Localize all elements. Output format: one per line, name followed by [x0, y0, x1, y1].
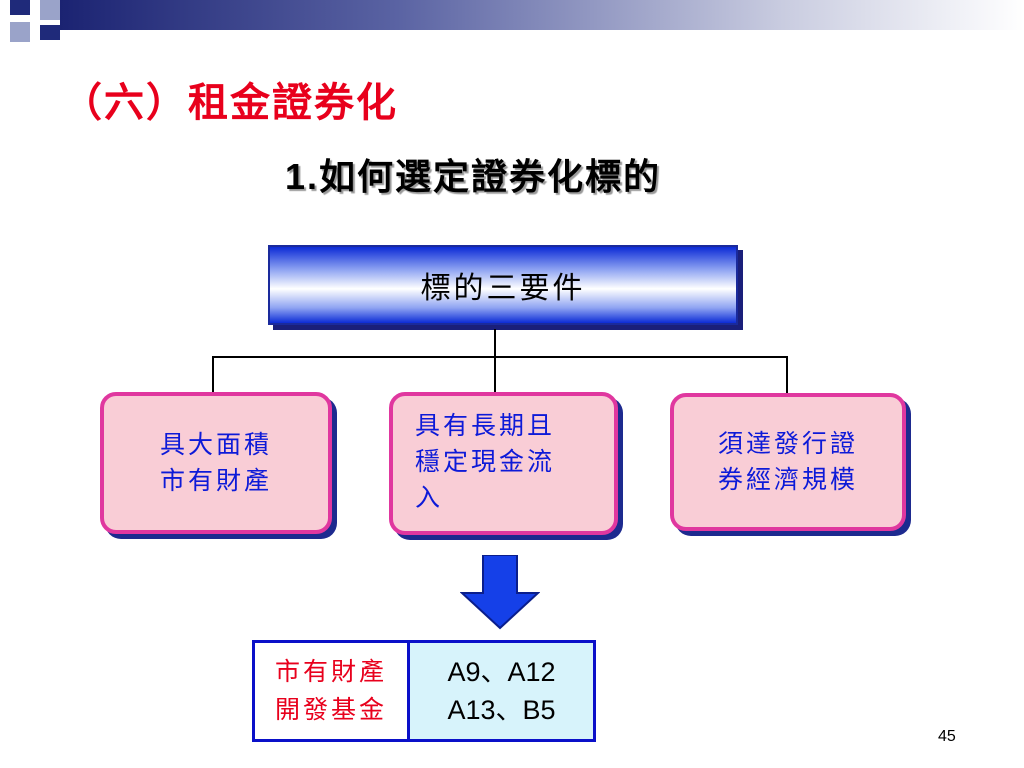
page-number: 45	[938, 728, 956, 745]
connector-left	[212, 356, 214, 393]
corner-square-3	[10, 22, 30, 42]
asset-codes-line1: A9、A12	[447, 657, 556, 687]
subtitle-text: 如何選定證券化標的	[319, 156, 662, 198]
header-gradient-bar	[60, 0, 1024, 30]
asset-type-line2: 開發基金	[274, 695, 387, 724]
box3-line1: 須達發行證	[717, 429, 858, 458]
corner-square-1	[10, 0, 30, 15]
asset-type-cell: 市有財產 開發基金	[255, 643, 410, 739]
slide-title: （六）租金證券化	[62, 79, 398, 126]
box2-line2: 穩定現金流	[415, 447, 556, 476]
box2-line1: 具有長期且	[415, 411, 556, 440]
down-arrow-icon	[460, 555, 540, 630]
connector-vertical-main	[494, 329, 496, 357]
asset-table: 市有財產 開發基金 A9、A12 A13、B5	[252, 640, 596, 742]
requirement-box-1: 具大面積 市有財產	[100, 392, 332, 534]
box1-line1: 具大面積	[159, 430, 272, 459]
box2-line3: 入	[415, 483, 444, 512]
connector-middle	[494, 356, 496, 393]
box3-line2: 券經濟規模	[717, 465, 858, 494]
asset-codes-cell: A9、A12 A13、B5	[410, 643, 593, 739]
corner-square-2	[40, 0, 60, 20]
connector-horizontal	[212, 356, 788, 358]
subtitle-number: 1.	[285, 156, 320, 197]
corner-square-4	[40, 25, 60, 40]
asset-type-line1: 市有財產	[274, 657, 387, 686]
top-box-label: 標的三要件	[420, 271, 586, 306]
slide-subtitle: 1.如何選定證券化標的	[285, 148, 661, 200]
asset-codes-line2: A13、B5	[447, 695, 556, 725]
requirement-box-2: 具有長期且 穩定現金流 入	[389, 392, 618, 535]
box1-line2: 市有財產	[159, 466, 272, 495]
connector-right	[786, 356, 788, 393]
top-requirement-box: 標的三要件	[268, 245, 738, 325]
requirement-box-3: 須達發行證 券經濟規模	[670, 393, 906, 531]
